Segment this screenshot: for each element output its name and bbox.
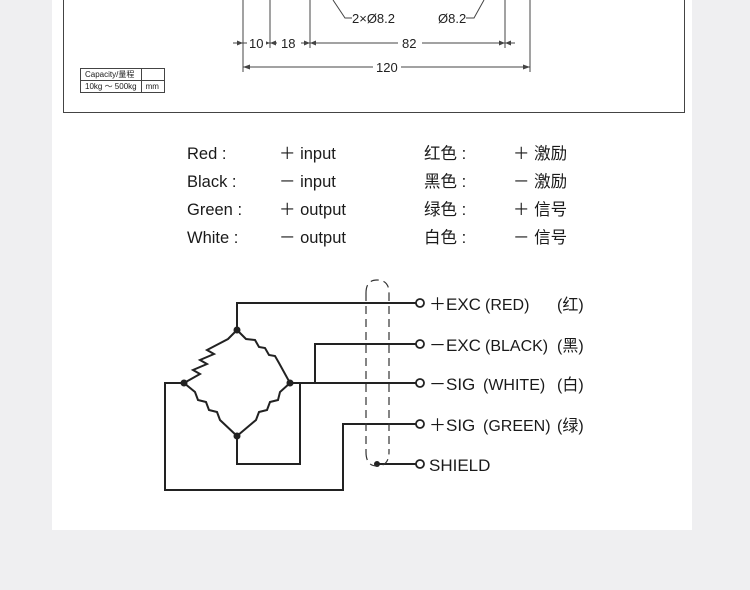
capacity-range: 10kg ～ 500kg [80,80,142,93]
legend-func-green-cn: ＋ 信号 [513,201,568,219]
legend-color-white: White : [187,229,239,247]
legend-func-white: － output [279,229,346,247]
wire-red: (RED) [485,297,529,314]
wire-white-cn: (白) [557,376,584,394]
wire-white: (WHITE) [483,377,545,394]
legend-func-green: ＋ output [279,201,346,219]
wire-green-cn: (绿) [557,417,584,435]
signal-sig-plus: ＋SIG [429,416,475,435]
dim-18: 18 [281,36,295,51]
wire-black-cn: (黑) [557,338,584,355]
wire-exc-plus [236,302,420,330]
dim-82: 82 [402,36,416,51]
node-top [233,326,241,334]
legend-func-red-cn: ＋ 激励 [513,145,568,163]
legend-func-red: ＋ input [279,145,336,163]
wire-sig-plus [164,382,420,491]
terminal-sig-plus [415,419,425,429]
wire-green: (GREEN) [483,418,551,435]
drawing-frame [63,0,685,113]
wire-sig-minus [236,382,420,465]
legend-color-black: Black : [187,173,237,191]
signal-shield: SHIELD [429,456,490,475]
legend-color-red-cn: 红色 : [424,145,467,163]
signal-exc-minus: －EXC [429,336,481,355]
hole-callout-left: 2×Ø8.2 [352,11,395,26]
wire-red-cn: (红) [557,296,584,314]
legend-color-white-cn: 白色 : [424,229,467,247]
capacity-unit: mm [140,80,165,93]
cable-shield [365,279,390,467]
legend-color-red: Red : [187,145,227,163]
node-right [286,379,294,387]
bridge-resistors [183,329,291,437]
terminal-exc-minus [415,339,425,349]
dim-10: 10 [249,36,263,51]
legend-func-black-cn: － 激励 [513,173,568,191]
wire-exc-minus [290,343,420,384]
node-bottom [233,432,241,440]
signal-sig-minus: －SIG [429,375,475,394]
capacity-table: Capacity/量程 10kg ～ 500kg mm [80,68,165,93]
terminal-exc-plus [415,298,425,308]
legend-func-white-cn: － 信号 [513,229,568,247]
terminal-sig-minus [415,378,425,388]
legend-color-black-cn: 黑色 : [424,173,467,191]
signal-exc-plus: ＋EXC [429,295,481,314]
node-left [180,379,188,387]
legend-color-green-cn: 绿色 : [424,201,467,219]
legend-color-green: Green : [187,201,243,219]
hole-callout-right: Ø8.2 [438,11,466,26]
legend-func-black: － input [279,173,336,191]
terminal-shield [415,459,425,469]
wire-black: (BLACK) [485,338,548,355]
dim-120: 120 [376,60,398,75]
